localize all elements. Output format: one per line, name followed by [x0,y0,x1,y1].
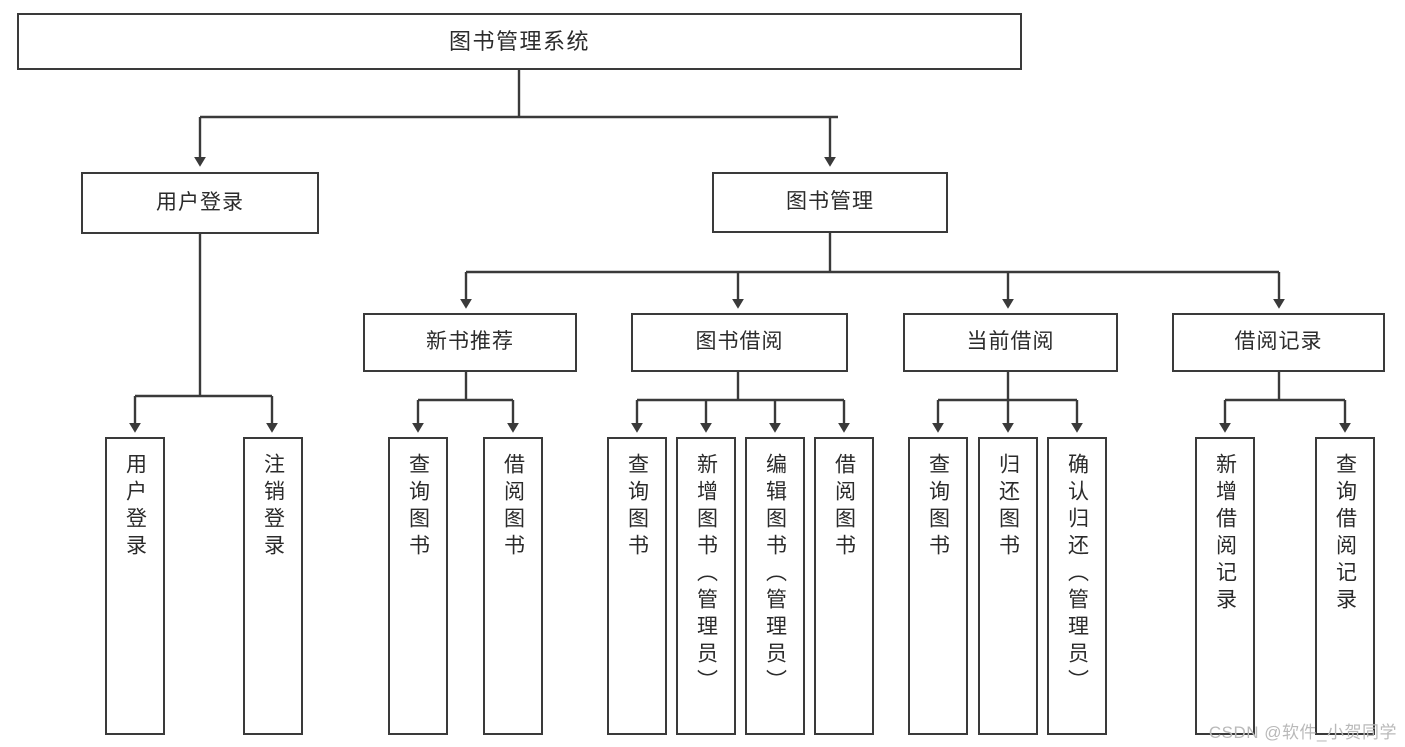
node-leaf-borrow-book-bb[interactable]: 借阅图书 [814,437,874,735]
node-leaf-add-book[interactable]: 新增图书（管理员） [676,437,736,735]
node-label: 借阅图书 [832,453,856,561]
node-label: 注销登录 [261,453,285,561]
node-leaf-borrow-book-rec[interactable]: 借阅图书 [483,437,543,735]
node-root[interactable]: 图书管理系统 [17,13,1022,70]
node-label: 当前借阅 [966,330,1055,354]
node-label: 图书借阅 [695,330,784,354]
node-leaf-user-login[interactable]: 用户登录 [105,437,165,735]
node-label: 新书推荐 [426,330,514,354]
node-label: 查询图书 [625,453,649,561]
node-label: 查询借阅记录 [1333,453,1357,615]
node-label: 查询图书 [406,453,430,561]
node-book-borrow[interactable]: 图书借阅 [631,313,848,372]
node-leaf-query-book-cb[interactable]: 查询图书 [908,437,968,735]
node-borrow-record[interactable]: 借阅记录 [1172,313,1385,372]
node-label: 归还图书 [996,453,1020,561]
node-label: 用户登录 [123,453,147,561]
node-current-borrow[interactable]: 当前借阅 [903,313,1118,372]
node-leaf-query-book-rec[interactable]: 查询图书 [388,437,448,735]
node-leaf-return-book[interactable]: 归还图书 [978,437,1038,735]
node-label: 图书管理 [786,190,874,214]
node-label: 查询图书 [926,453,950,561]
node-label: 借阅图书 [501,453,525,561]
node-label: 编辑图书（管理员） [763,453,787,696]
node-new-book-rec[interactable]: 新书推荐 [363,313,577,372]
node-label: 图书管理系统 [448,28,590,54]
node-label: 用户登录 [156,190,244,214]
node-leaf-query-record[interactable]: 查询借阅记录 [1315,437,1375,735]
node-book-manage[interactable]: 图书管理 [712,172,948,233]
node-label: 确认归还（管理员） [1065,453,1089,696]
node-leaf-logout[interactable]: 注销登录 [243,437,303,735]
node-label: 新增借阅记录 [1213,453,1237,615]
node-leaf-confirm-return[interactable]: 确认归还（管理员） [1047,437,1107,735]
node-label: 借阅记录 [1234,330,1323,354]
node-leaf-edit-book[interactable]: 编辑图书（管理员） [745,437,805,735]
node-leaf-add-record[interactable]: 新增借阅记录 [1195,437,1255,735]
node-leaf-query-book-bb[interactable]: 查询图书 [607,437,667,735]
node-user-login[interactable]: 用户登录 [81,172,319,234]
node-label: 新增图书（管理员） [694,453,718,696]
